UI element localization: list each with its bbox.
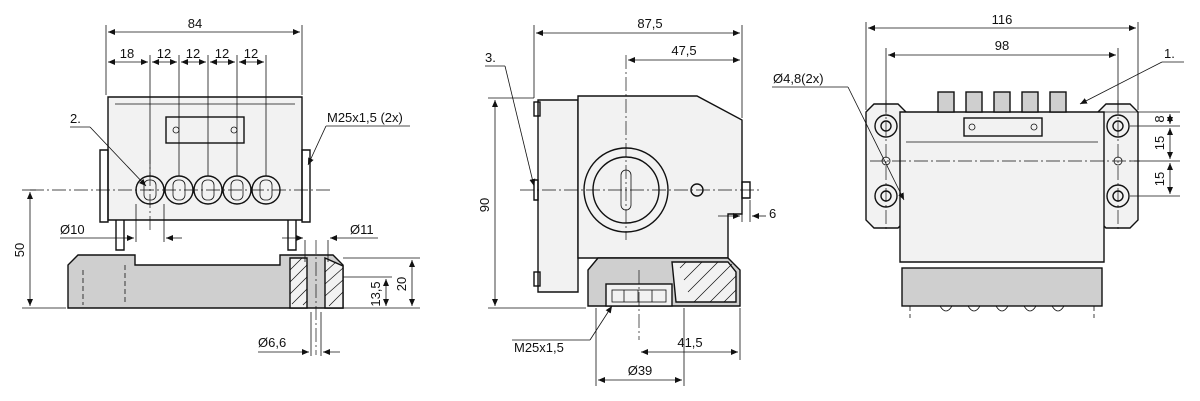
front-pitch-12-b: 12 (186, 46, 200, 61)
top-dim-15-b: 15 (1152, 172, 1167, 186)
top-led-row (937, 91, 1067, 113)
side-view: 87,5 47,5 3. 90 6 M25x1,5 41,5 Ø39 (477, 16, 776, 386)
front-width-84: 84 (188, 16, 202, 31)
front-pitch-18: 18 (120, 46, 134, 61)
front-left-gland (99, 149, 109, 223)
side-dim-41-5: 41,5 (677, 335, 702, 350)
top-housing (899, 111, 1105, 263)
side-lid (537, 99, 579, 293)
top-hole-spacing-98: 98 (995, 38, 1009, 53)
top-base-led-row (939, 305, 1065, 312)
front-dia-11: Ø11 (350, 222, 374, 237)
side-height-90: 90 (477, 198, 492, 212)
front-right-gland (301, 149, 311, 223)
side-dim-6: 6 (769, 206, 776, 221)
front-pitch-12-a: 12 (157, 46, 171, 61)
front-housing (107, 96, 303, 221)
front-height-50: 50 (12, 243, 27, 257)
top-callout-1: 1. (1164, 46, 1175, 61)
side-offset-47-5: 47,5 (671, 43, 696, 58)
top-view: 116 98 Ø4,8(2x) 1. 8 15 15 (772, 12, 1184, 318)
side-thread-label: M25x1,5 (514, 340, 564, 355)
side-callout-3: 3. (485, 50, 496, 65)
front-pitch-12-c: 12 (215, 46, 229, 61)
front-callout-2: 2. (70, 111, 81, 126)
front-view: 84 18 12 12 12 12 2. M25x1,5 (2x) Ø10 (12, 16, 420, 356)
top-dim-15-a: 15 (1152, 136, 1167, 150)
front-pitch-12-d: 12 (244, 46, 258, 61)
front-label-plate (165, 116, 245, 144)
top-label-plate (963, 117, 1043, 137)
top-hole-dia: Ø4,8(2x) (773, 71, 824, 86)
side-housing (577, 95, 743, 259)
top-width-116: 116 (992, 12, 1013, 27)
side-dia-39: Ø39 (628, 363, 653, 378)
side-width-87-5: 87,5 (637, 16, 662, 31)
front-dia-6-6: Ø6,6 (258, 335, 286, 350)
front-height-20: 20 (394, 277, 409, 291)
front-thread-label: M25x1,5 (2x) (327, 110, 403, 125)
front-height-13-5: 13,5 (368, 281, 383, 306)
front-dia-10: Ø10 (60, 222, 85, 237)
front-base-section (289, 256, 344, 309)
top-dim-8: 8 (1152, 115, 1167, 122)
top-base (901, 267, 1103, 307)
